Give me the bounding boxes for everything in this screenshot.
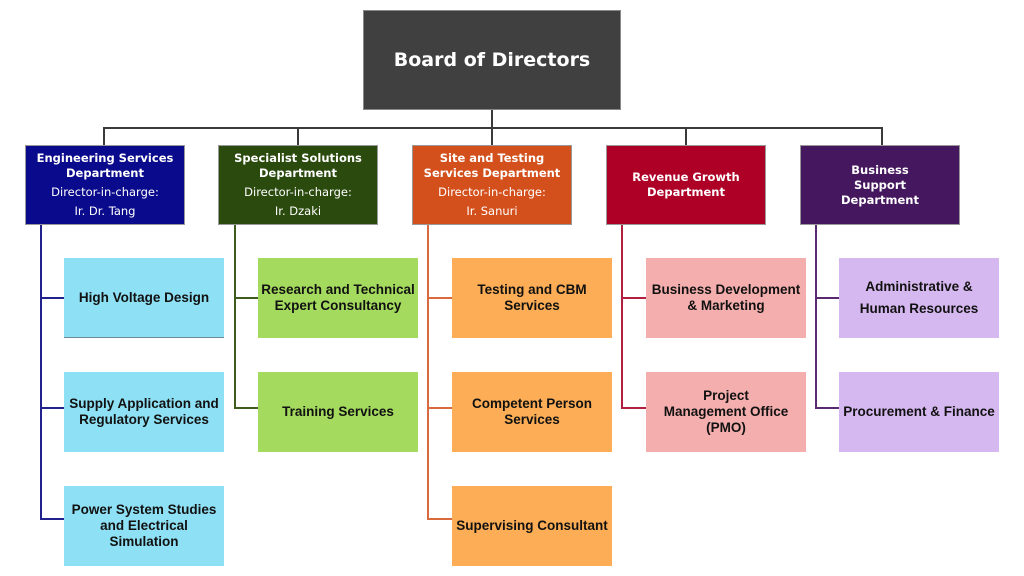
dept-connector-4 <box>685 127 687 145</box>
unit-supply-application: Supply Application and Regulatory Servic… <box>64 372 224 452</box>
unit-label: Research and Technical Expert Consultanc… <box>261 282 415 313</box>
unit-procurement-finance: Procurement & Finance <box>839 372 999 452</box>
unit-label: Power System Studies and Electrical Simu… <box>71 502 217 549</box>
board-title: Board of Directors <box>393 49 591 71</box>
unit-label: Supply Application and Regulatory Servic… <box>69 396 219 427</box>
director-label: Director-in-charge: <box>244 185 352 199</box>
dept-connector-1 <box>103 127 105 145</box>
unit-label: High Voltage Design <box>78 289 210 305</box>
unit-label: Competent Person Services <box>471 396 593 427</box>
engineering-branch-2 <box>40 407 64 409</box>
department-revenue-growth: Revenue Growth Department <box>606 145 766 225</box>
revenue-branch-vertical <box>621 225 623 409</box>
department-specialist-solutions: Specialist Solutions Department Director… <box>218 145 378 225</box>
engineering-branch-3 <box>40 518 64 520</box>
department-business-support: Business Support Department <box>800 145 960 225</box>
unit-training-services: Training Services <box>258 372 418 452</box>
department-engineering-services: Engineering Services Department Director… <box>25 145 185 225</box>
dept-connector-5 <box>881 127 883 145</box>
department-title: Site and Testing Services Department <box>423 151 561 180</box>
director-label: Director-in-charge: <box>51 185 159 199</box>
site-testing-branch-vertical <box>427 225 429 520</box>
unit-label: Procurement & Finance <box>843 404 995 419</box>
site-testing-branch-2 <box>427 407 452 409</box>
board-of-directors: Board of Directors <box>363 10 621 110</box>
unit-testing-cbm-services: Testing and CBM Services <box>452 258 612 338</box>
unit-power-system-studies: Power System Studies and Electrical Simu… <box>64 486 224 566</box>
dept-connector-3 <box>491 127 493 145</box>
department-title: Business Support Department <box>841 162 919 207</box>
department-site-testing-services: Site and Testing Services Department Dir… <box>412 145 572 225</box>
dept-connector-2 <box>297 127 299 145</box>
site-testing-branch-3 <box>427 518 452 520</box>
department-title: Revenue Growth Department <box>632 170 740 199</box>
specialist-branch-1 <box>234 297 258 299</box>
unit-high-voltage-design: High Voltage Design <box>64 258 224 338</box>
department-connector-horizontal <box>103 127 883 129</box>
director-name: Ir. Dr. Tang <box>74 204 136 218</box>
site-testing-branch-1 <box>427 297 452 299</box>
unit-label: Testing and CBM Services <box>477 282 587 313</box>
specialist-branch-2 <box>234 407 258 409</box>
unit-supervising-consultant: Supervising Consultant <box>452 486 612 566</box>
business-support-branch-vertical <box>815 225 817 409</box>
business-support-branch-1 <box>815 297 839 299</box>
unit-label: Business Development & Marketing <box>651 282 801 313</box>
unit-project-management-office: Project Management Office (PMO) <box>646 372 806 452</box>
unit-competent-person-services: Competent Person Services <box>452 372 612 452</box>
engineering-branch-vertical <box>40 225 42 520</box>
department-title: Specialist Solutions Department <box>234 151 362 180</box>
unit-label: Supervising Consultant <box>456 518 608 533</box>
unit-label: Training Services <box>282 404 394 419</box>
unit-business-development-marketing: Business Development & Marketing <box>646 258 806 338</box>
engineering-branch-1 <box>40 297 64 299</box>
unit-administrative-human-resources: Administrative & Human Resources <box>839 258 999 338</box>
director-label: Director-in-charge: <box>438 185 546 199</box>
director-name: Ir. Dzaki <box>274 204 322 218</box>
unit-label: Administrative & Human Resources <box>859 279 979 316</box>
business-support-branch-2 <box>815 407 839 409</box>
department-title: Engineering Services Department <box>36 151 174 180</box>
director-name: Ir. Sanuri <box>466 204 518 218</box>
unit-research-technical-consultancy: Research and Technical Expert Consultanc… <box>258 258 418 338</box>
unit-label: Project Management Office (PMO) <box>663 388 789 435</box>
specialist-branch-vertical <box>234 225 236 409</box>
revenue-branch-2 <box>621 407 646 409</box>
board-connector-vertical <box>491 110 493 128</box>
revenue-branch-1 <box>621 297 646 299</box>
